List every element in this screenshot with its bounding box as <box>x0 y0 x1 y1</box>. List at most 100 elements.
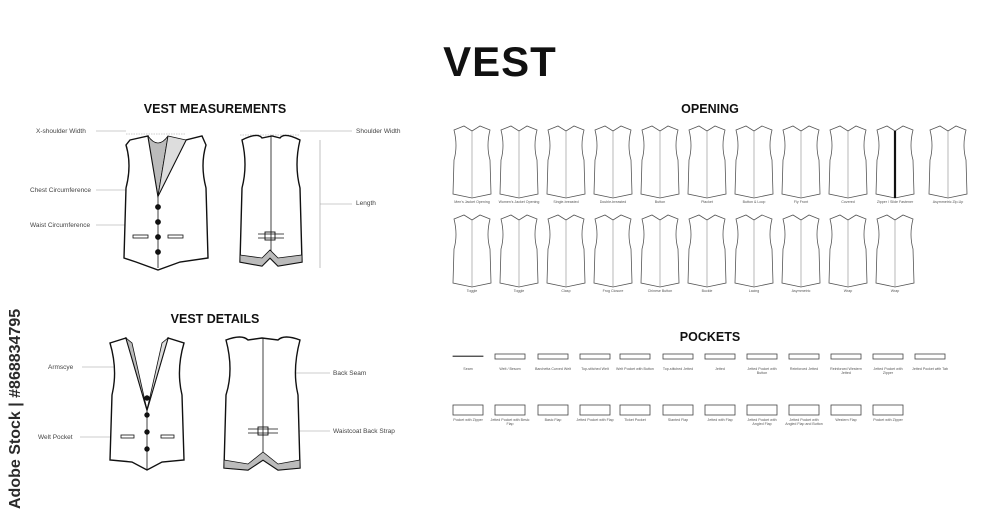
pocket-icon <box>704 404 736 416</box>
opening-vest-icon <box>499 125 539 199</box>
label-x-shoulder-width: X-shoulder Width <box>36 128 86 135</box>
opening-label: Placket <box>701 200 713 204</box>
pocket-icon <box>537 404 569 416</box>
opening-vest-icon <box>546 125 586 199</box>
opening-label: Wrap <box>890 289 900 293</box>
pocket-label: Jetted Pocket with Flap <box>576 418 614 422</box>
pocket-icon <box>872 404 904 416</box>
opening-vest-icon <box>452 214 492 288</box>
pocket-icon <box>452 404 484 416</box>
opening-vest-icon <box>687 125 727 199</box>
opening-label: Double-breasted <box>599 200 627 204</box>
vest-back-measurements <box>239 134 303 267</box>
pocket-icon <box>830 404 862 416</box>
vest-front-measurements <box>123 135 209 271</box>
pocket-icon <box>579 353 611 360</box>
opening-vest-icon <box>499 214 539 288</box>
label-waist-circumference: Waist Circumference <box>30 222 91 229</box>
label-waistcoat-back-strap: Waistcoat Back Strap <box>333 428 395 435</box>
opening-label: Wrap <box>843 289 853 293</box>
opening-vest-icon <box>593 125 633 199</box>
pocket-icon <box>704 353 736 360</box>
pocket-icon <box>494 404 526 416</box>
pocket-label: Pocket with Zipper <box>873 418 903 422</box>
pocket-icon <box>662 404 694 416</box>
opening-label: Fly Front <box>793 200 809 204</box>
opening-vest-icon <box>875 125 915 199</box>
label-chest-circumference: Chest Circumference <box>30 187 92 194</box>
opening-label: Toggle <box>466 289 478 293</box>
pocket-icon <box>662 353 694 360</box>
pocket-icon <box>537 353 569 360</box>
opening-vest-icon <box>593 214 633 288</box>
pocket-label: Jetted <box>715 367 725 371</box>
opening-label: Asymmetric <box>791 289 811 293</box>
opening-vest-icon <box>640 214 680 288</box>
opening-vest-icon <box>928 125 968 199</box>
opening-label: Single-breasted <box>553 200 579 204</box>
opening-vest-icon <box>828 125 868 199</box>
pocket-icon <box>746 404 778 416</box>
opening-vest-icon <box>875 214 915 288</box>
opening-vest-icon <box>640 125 680 199</box>
opening-label: Clasp <box>561 289 571 293</box>
opening-vest-icon <box>781 214 821 288</box>
pocket-label: Jetted Pocket with Tab <box>912 367 948 371</box>
opening-label: Button <box>654 200 666 204</box>
opening-vest-icon <box>828 214 868 288</box>
pocket-label: Western Flap <box>835 418 857 422</box>
pocket-label: Barchetta Curved Welt <box>534 367 572 371</box>
pocket-icon <box>619 353 651 360</box>
vest-back-details <box>223 336 301 471</box>
section-title-opening: OPENING <box>681 102 739 116</box>
pocket-label: Jetted Pocket with Zipper <box>873 367 903 375</box>
pocket-label: Slanted Flap <box>667 418 689 422</box>
pocket-label: Top-stitched Jetted <box>662 367 694 371</box>
opening-vest-icon <box>734 214 774 288</box>
opening-vest-icon <box>687 214 727 288</box>
opening-vest-icon <box>781 125 821 199</box>
opening-label: Men's Jacket Opening <box>454 200 490 204</box>
pocket-label: Top-stitched Welt <box>581 367 609 371</box>
section-title-details: VEST DETAILS <box>170 312 260 326</box>
pocket-label: Welt / Besom <box>499 367 521 371</box>
opening-label: Frog Closure <box>602 289 624 293</box>
pocket-icon <box>872 353 904 360</box>
pocket-label: Reinforced Western Jetted <box>830 367 862 375</box>
opening-label: Buckle <box>701 289 713 293</box>
pocket-icon <box>746 353 778 360</box>
pocket-icon <box>619 404 651 416</box>
vest-front-details <box>109 336 185 471</box>
pocket-label: Jetted Pocket with Besic Flap <box>490 418 530 426</box>
pocket-label: Jetted Pocket with Angled Flap <box>747 418 777 426</box>
label-welt-pocket: Welt Pocket <box>38 434 73 441</box>
pocket-icon <box>914 353 946 360</box>
opening-label: Toggle <box>513 289 525 293</box>
pocket-label: Pocket with Zipper <box>453 418 483 422</box>
label-back-seam: Back Seam <box>333 370 367 377</box>
label-length: Length <box>356 200 376 207</box>
opening-label: Chinese Button <box>647 289 673 293</box>
label-shoulder-width: Shoulder Width <box>356 128 401 135</box>
pocket-icon <box>452 355 484 357</box>
pocket-icon <box>788 353 820 360</box>
pocket-icon <box>830 353 862 360</box>
pocket-icon <box>788 404 820 416</box>
section-title-measurements: VEST MEASUREMENTS <box>143 102 287 116</box>
section-title-pockets: POCKETS <box>679 330 741 344</box>
opening-label: Button & Loop <box>742 200 766 204</box>
pocket-label: Seam <box>463 367 473 371</box>
page-title: VEST <box>443 38 557 85</box>
opening-vest-icon <box>734 125 774 199</box>
pocket-label: Basic Flap <box>544 418 562 422</box>
pocket-label: Welt Pocket with Button <box>616 367 654 371</box>
opening-vest-icon <box>452 125 492 199</box>
pocket-label: Ticket Pocket <box>624 418 646 422</box>
opening-vest-icon <box>546 214 586 288</box>
pocket-icon <box>579 404 611 416</box>
pocket-icon <box>494 353 526 360</box>
pocket-label: Reinforced Jetted <box>789 367 819 371</box>
